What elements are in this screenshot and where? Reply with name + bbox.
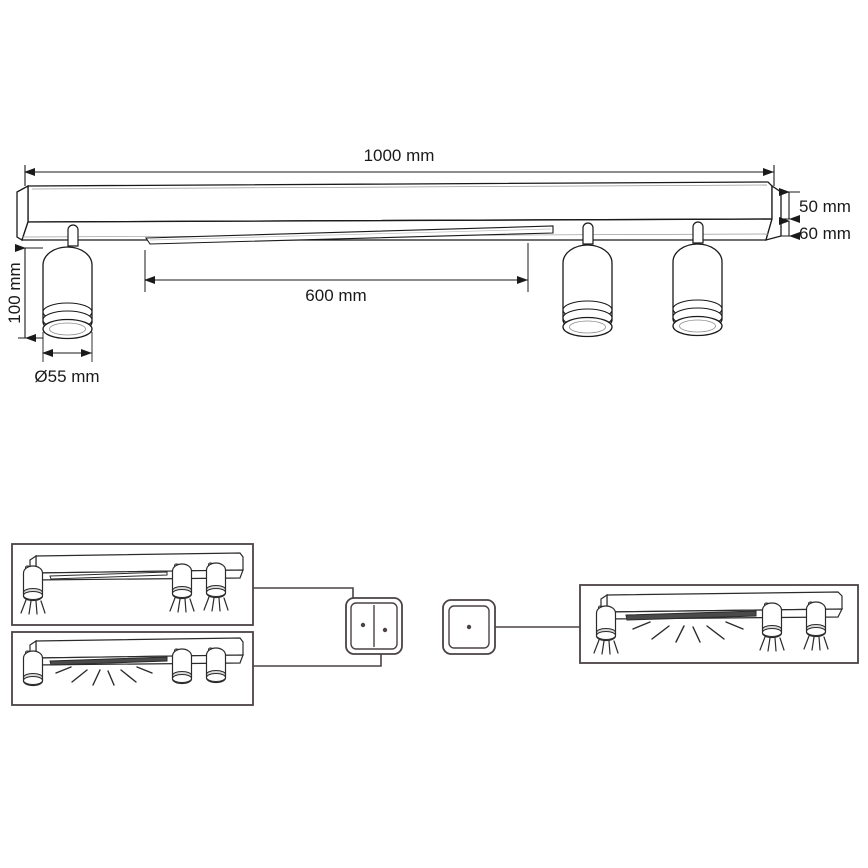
single-rocker-switch[interactable] [442, 599, 496, 655]
dimension-label-spotlight-height: 100 mm [5, 262, 24, 323]
panel2-spotlight-1 [22, 650, 44, 687]
spotlight-middle-right [562, 222, 613, 338]
panel2-spotlight-2 [171, 648, 193, 685]
panel3-linear-rays [632, 621, 744, 643]
panel3-spotlight-2 [761, 602, 783, 639]
wiring-panel-spots-on [11, 543, 254, 626]
panel3-fixture [600, 591, 843, 621]
double-rocker-switch[interactable] [345, 597, 403, 655]
dimension-overall-length: 1000 mm [24, 146, 775, 186]
double-switch-terminal-right [382, 627, 388, 633]
wiring-panel-linear-on [11, 631, 254, 706]
panel3-spotlight-1 [595, 605, 617, 642]
double-switch-terminal-left [360, 622, 366, 628]
wiring-panel-all-on [579, 584, 859, 664]
main-elevation-view: 1000 mm [5, 146, 851, 386]
panel1-spotlight-2 [171, 563, 193, 600]
panel1-spot-rays [20, 596, 229, 615]
dimension-label-spotlight-spacing: 600 mm [305, 286, 366, 305]
panel3-spotlight-3 [805, 601, 827, 638]
spotlight-left [42, 224, 93, 340]
dimension-label-body-height-upper: 50 mm [799, 197, 851, 216]
panel3-spot-rays [593, 635, 829, 655]
spotlight-right [672, 221, 723, 337]
panel1-spotlight-1 [22, 565, 44, 602]
linear-led-strip [144, 225, 554, 245]
wiring-connections [253, 587, 580, 667]
dimension-label-body-height-lower: 60 mm [799, 224, 851, 243]
dimension-spotlight-diameter: Ø55 mm [34, 332, 100, 386]
single-switch-terminal [466, 624, 472, 630]
dimension-label-spotlight-diameter: Ø55 mm [34, 367, 99, 386]
dimension-label-overall-length: 1000 mm [364, 146, 435, 165]
dimension-spotlight-spacing: 600 mm [144, 243, 529, 305]
panel1-spotlight-3 [205, 562, 227, 599]
dimension-spotlight-height: 100 mm [5, 244, 43, 342]
dimension-body-height-upper: 50 mm [779, 188, 851, 223]
panel2-spotlight-3 [205, 647, 227, 684]
panel2-linear-rays [55, 666, 153, 686]
dimension-body-height-lower: 60 mm [779, 217, 851, 243]
